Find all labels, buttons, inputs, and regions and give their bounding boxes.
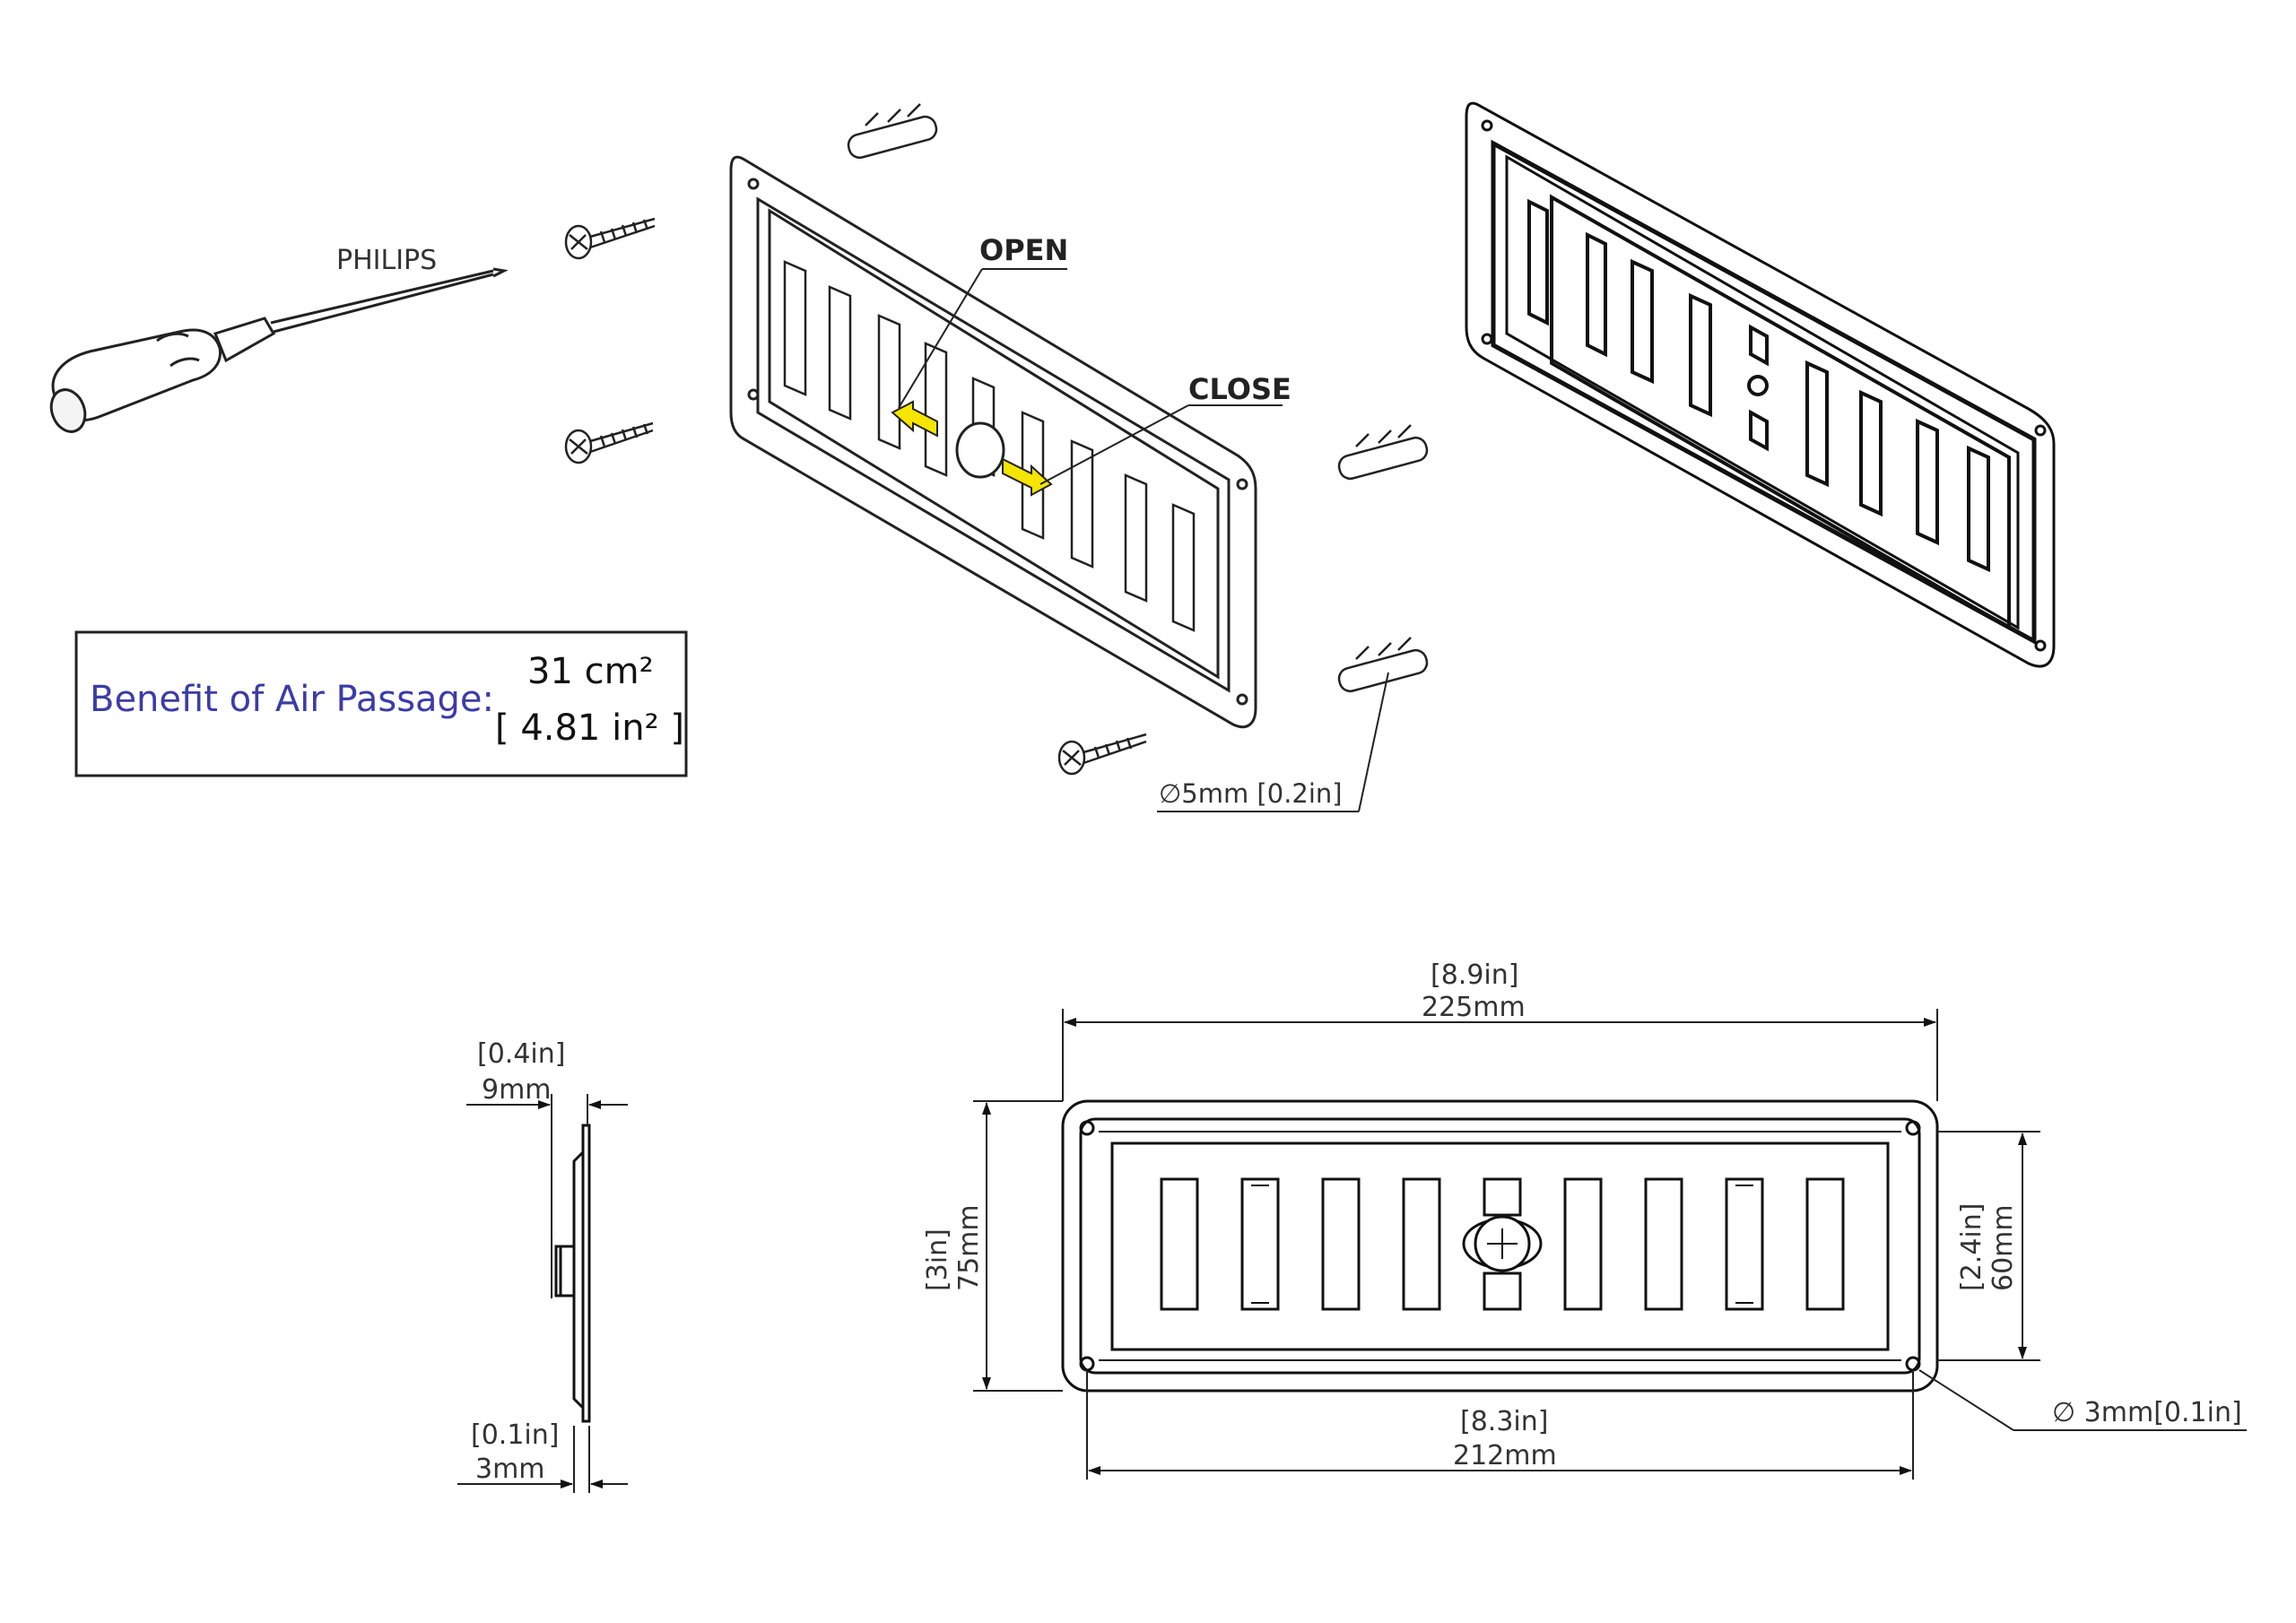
open-close-leaders [898, 268, 1283, 485]
benefit-box [74, 630, 688, 777]
front-width-in: [8.9in] [1431, 959, 1518, 991]
side-plate-mm: 3mm [475, 1454, 545, 1485]
screwdriver [49, 267, 509, 433]
front-height-in: [3in] [922, 1228, 953, 1291]
wall-plug-top [847, 103, 938, 160]
screw-top-left [564, 217, 656, 260]
plug-diameter-callout [1157, 672, 1389, 812]
benefit-label: Benefit of Air Passage: [90, 679, 494, 720]
side-plate-in: [0.1in] [471, 1419, 559, 1451]
open-label: OPEN [979, 233, 1068, 267]
front-inner-height-mm: 60mm [1987, 1204, 2019, 1291]
benefit-value-metric: 31 cm² [527, 651, 654, 692]
plug-diameter-label: ∅5mm [0.2in] [1159, 778, 1343, 809]
front-view-dimensions [973, 1009, 2247, 1480]
side-view [551, 1124, 591, 1423]
screw-mid-left [564, 421, 654, 464]
front-height-mm: 75mm [953, 1204, 985, 1291]
front-width-mm: 225mm [1422, 992, 1526, 1023]
close-arrow [1002, 457, 1053, 497]
side-view-dimensions [457, 1094, 628, 1493]
wall-plug-bottom [1337, 637, 1429, 693]
side-depth-in: [0.4in] [477, 1038, 565, 1070]
close-label: CLOSE [1188, 372, 1292, 406]
front-view [1061, 1099, 1939, 1393]
front-hole-spacing-mm: 212mm [1453, 1440, 1557, 1471]
benefit-value-imperial: [ 4.81 in² ] [495, 707, 684, 749]
vent-isometric-closed [1465, 101, 2056, 668]
tool-label: PHILIPS [336, 245, 437, 276]
side-depth-mm: 9mm [482, 1074, 552, 1106]
wall-plug-right [1337, 424, 1429, 481]
vent-isometric-open [729, 155, 1257, 729]
screw-bottom [1057, 733, 1147, 776]
front-inner-height-in: [2.4in] [1956, 1203, 1987, 1291]
open-arrow [891, 400, 938, 438]
front-hole-diameter: ∅ 3mm[0.1in] [2052, 1397, 2242, 1428]
front-hole-spacing-in: [8.3in] [1460, 1406, 1548, 1437]
